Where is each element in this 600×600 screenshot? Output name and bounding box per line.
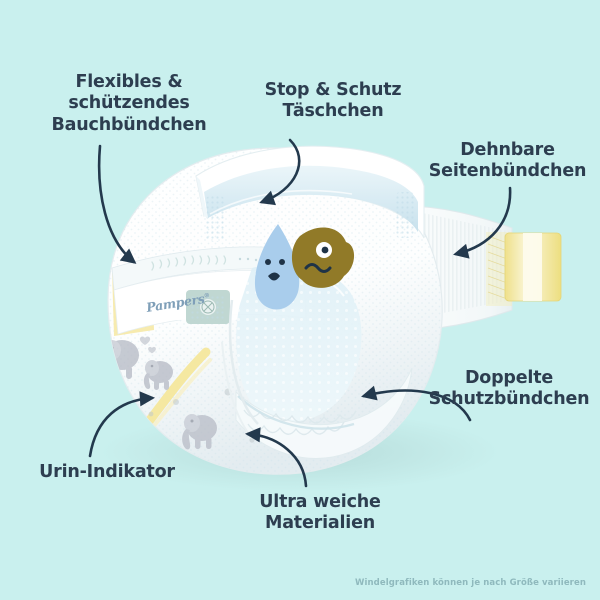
label-ultra-soft-materials: Ultra weiche Materialien — [259, 492, 381, 534]
fastener-tab — [504, 232, 562, 302]
label-urine-indicator: Urin-Indikator — [39, 462, 175, 482]
elephant-print-small — [143, 360, 173, 390]
urine-indicator-stripe — [145, 347, 211, 425]
label-stretchy-side-panels: Dehnbare Seitenbündchen — [428, 140, 587, 182]
stop-protection-pocket — [195, 145, 425, 242]
pampers-logo-tm: ® — [203, 291, 211, 300]
blob-pupil — [321, 246, 329, 254]
drop-mouth — [268, 272, 280, 281]
label-stop-protection-pocket: Stop & Schutz Täschchen — [264, 80, 402, 122]
footnote-text: Windelgrafiken können je nach Größe vari… — [355, 578, 586, 588]
drop-left-eye — [265, 259, 271, 265]
closure-tab — [186, 290, 230, 324]
elephant-print-bottom — [182, 414, 217, 450]
blob-mouth — [304, 263, 332, 273]
water-drop-character — [254, 224, 300, 310]
poop-blob-character — [291, 227, 355, 288]
heart-print — [139, 336, 156, 354]
drop-right-eye — [279, 259, 285, 265]
label-flexible-waistband: Flexibles & schützendes Bauchbündchen — [51, 72, 207, 135]
label-double-protection-cuffs: Doppelte Schutzbündchen — [428, 368, 590, 410]
